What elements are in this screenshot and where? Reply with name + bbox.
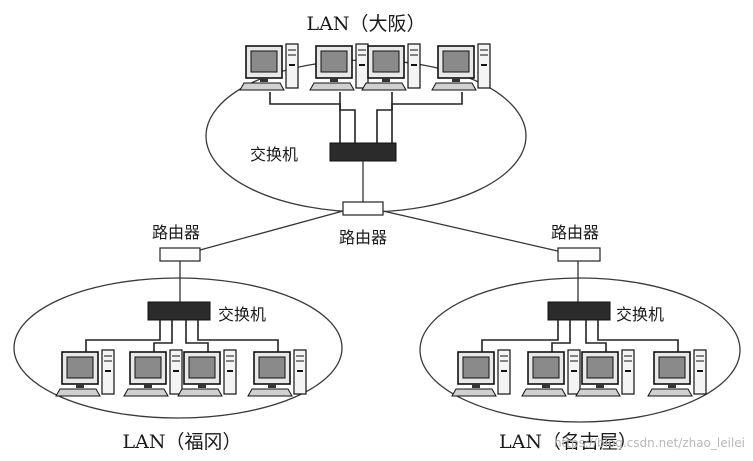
lan-fukuoka: 路由器 交换机 LAN（福冈） xyxy=(13,223,343,453)
lan-nagoya-title: LAN（名古屋） xyxy=(499,431,637,453)
computer-icon xyxy=(55,349,115,397)
router-icon xyxy=(159,247,201,262)
watermark: https://blog.csdn.net/zhao_leilei xyxy=(554,436,745,450)
lan-osaka: LAN（大阪） 交换机 xyxy=(205,13,527,213)
computer-icon xyxy=(451,349,511,397)
switch-icon xyxy=(329,142,397,162)
computer-icon xyxy=(521,349,581,397)
lan-nagoya-boundary xyxy=(419,277,741,423)
lan-nagoya: 路由器 交换机 LAN（名古屋） xyxy=(419,223,741,453)
router-icon xyxy=(342,201,384,216)
lan-fukuoka-title: LAN（福冈） xyxy=(123,431,242,453)
router-center-label: 路由器 xyxy=(339,228,387,247)
computer-icon xyxy=(431,43,491,91)
switch-icon xyxy=(147,301,211,321)
computer-icon xyxy=(239,43,299,91)
computer-icon xyxy=(647,349,707,397)
computer-icon xyxy=(177,349,237,397)
router-left-label: 路由器 xyxy=(152,223,200,242)
router-icon xyxy=(557,247,601,262)
router-right-label: 路由器 xyxy=(551,223,599,242)
lan-fukuoka-boundary xyxy=(13,277,343,419)
lan-osaka-title: LAN（大阪） xyxy=(307,13,426,35)
lan-nagoya-switch-label: 交换机 xyxy=(616,305,664,324)
computer-icon xyxy=(361,43,421,91)
computer-icon xyxy=(309,43,369,91)
lan-osaka-switch-label: 交换机 xyxy=(250,145,298,164)
computer-icon xyxy=(123,349,183,397)
switch-icon xyxy=(547,301,611,321)
lan-fukuoka-switch-label: 交换机 xyxy=(218,305,266,324)
computer-icon xyxy=(247,349,307,397)
computer-icon xyxy=(575,349,635,397)
